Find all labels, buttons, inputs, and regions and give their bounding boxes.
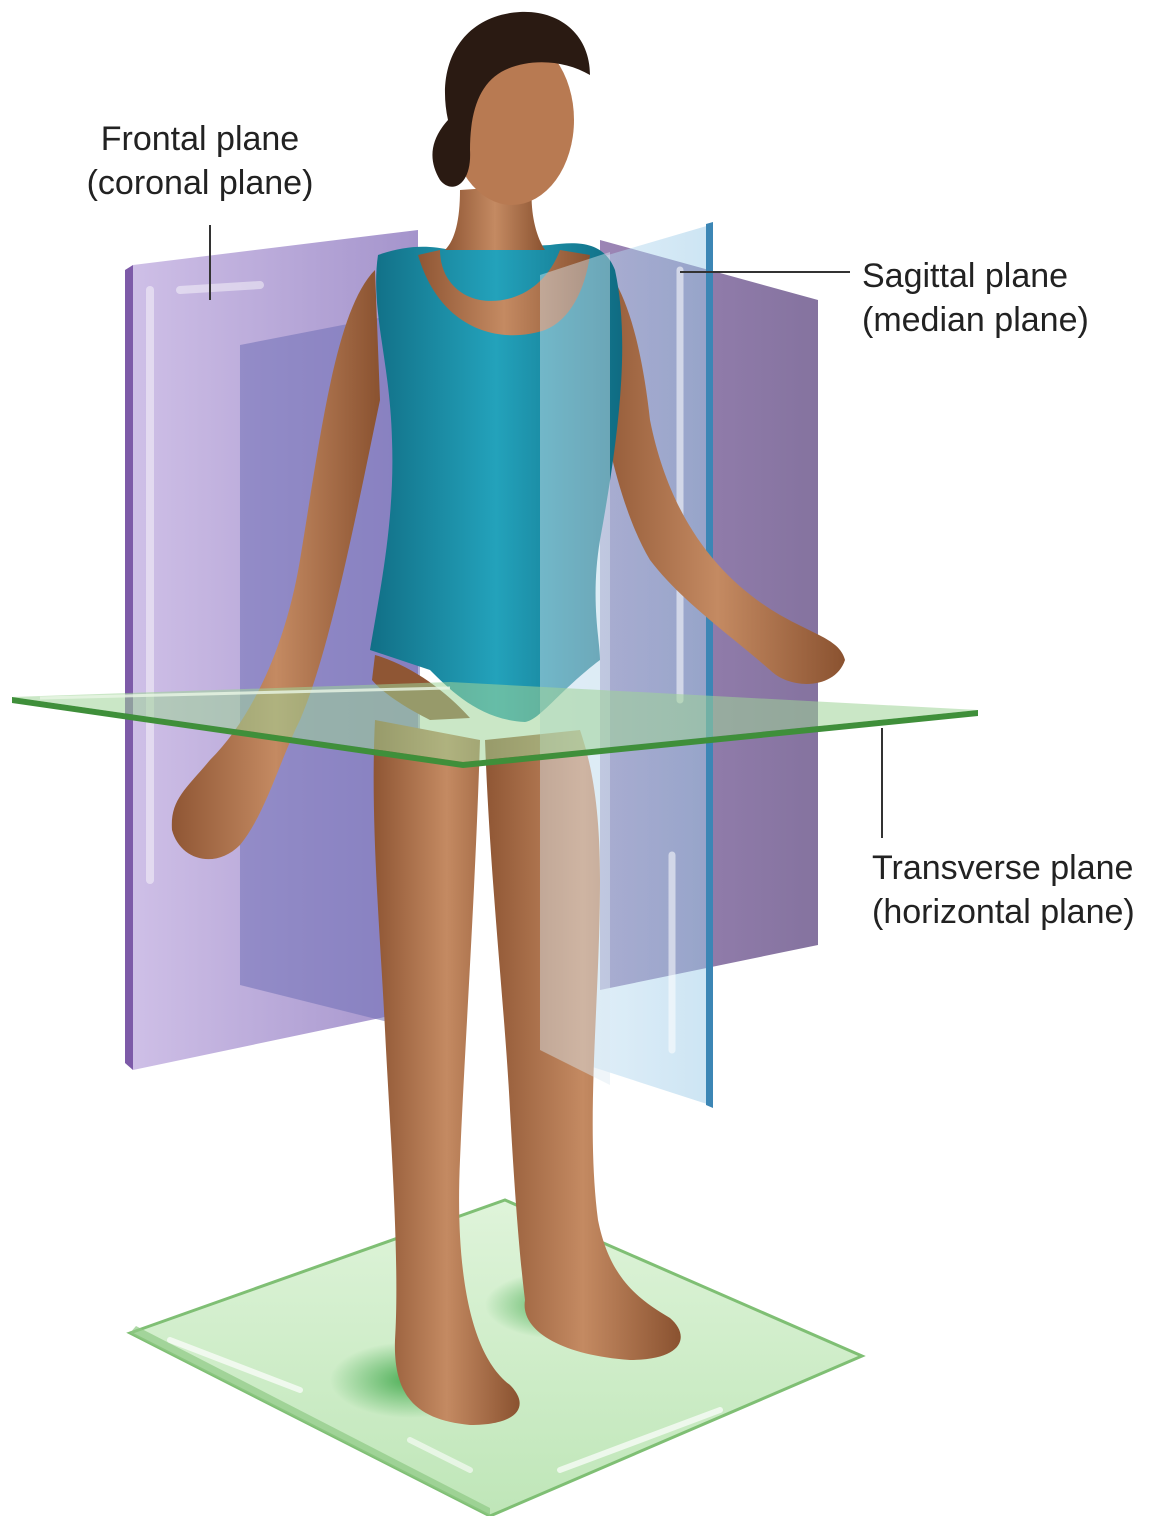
floor-plate (130, 1200, 862, 1516)
sagittal-plane-label-line2: (median plane) (862, 298, 1089, 342)
frontal-plane-label-line1: Frontal plane (70, 117, 330, 161)
sagittal-plane-front (540, 252, 610, 1085)
sagittal-plane-label: Sagittal plane (median plane) (862, 254, 1089, 342)
frontal-plane-label: Frontal plane (coronal plane) (70, 117, 330, 205)
transverse-plane-label-line1: Transverse plane (872, 846, 1135, 890)
transverse-plane-label: Transverse plane (horizontal plane) (872, 846, 1135, 934)
transverse-plane-label-line2: (horizontal plane) (872, 890, 1135, 934)
sagittal-plane-label-line1: Sagittal plane (862, 254, 1089, 298)
frontal-plane-label-line2: (coronal plane) (70, 161, 330, 205)
